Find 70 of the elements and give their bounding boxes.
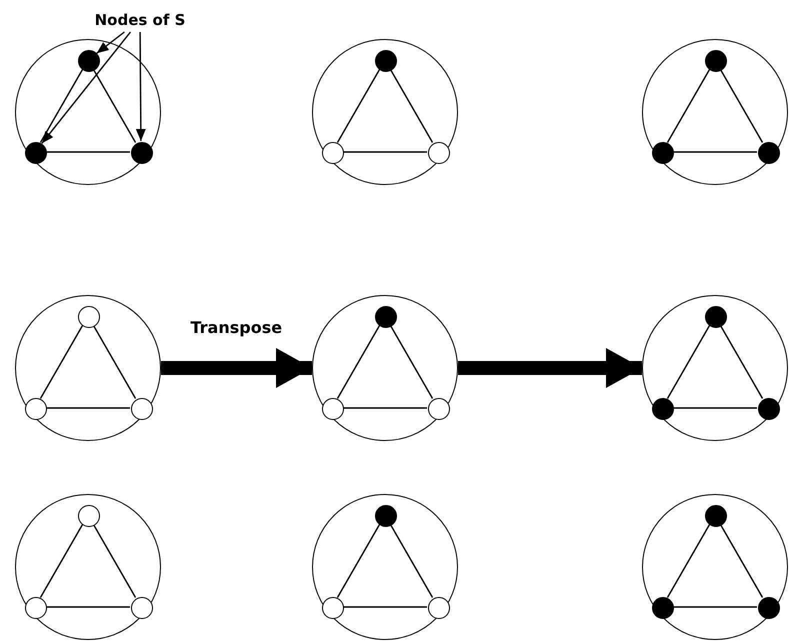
graph-edge [666, 524, 710, 598]
graph-circle [312, 494, 458, 640]
filled-vertex [758, 597, 780, 619]
graph-edge [336, 524, 380, 598]
hollow-vertex [131, 597, 153, 619]
graph-circle [15, 39, 161, 185]
graph-edge [720, 524, 764, 598]
filled-vertex [25, 142, 47, 164]
hollow-vertex [428, 142, 450, 164]
graph-edge [666, 69, 710, 143]
filled-vertex [78, 50, 100, 72]
block-arrow [161, 348, 312, 388]
graph-edge [336, 325, 380, 399]
graph-circle [15, 295, 161, 441]
hollow-vertex [322, 398, 344, 420]
graph-edge [92, 69, 136, 143]
graph-edge [46, 407, 130, 409]
graph-edge [720, 325, 764, 399]
hollow-vertex [131, 398, 153, 420]
filled-vertex [652, 142, 674, 164]
graph-circle [642, 494, 788, 640]
leader-arrow [96, 31, 125, 54]
leader-arrow [136, 32, 146, 141]
graph-edge [92, 325, 136, 399]
graph-edge [673, 151, 757, 153]
filled-vertex [375, 306, 397, 328]
graph-circle [642, 39, 788, 185]
hollow-vertex [322, 142, 344, 164]
filled-vertex [758, 142, 780, 164]
graph-edge [40, 325, 84, 399]
graph-edge [390, 325, 434, 399]
block-arrow [458, 348, 642, 388]
graph-edge [336, 69, 380, 143]
filled-vertex [705, 306, 727, 328]
filled-vertex [758, 398, 780, 420]
graph-edge [92, 524, 136, 598]
filled-vertex [375, 505, 397, 527]
filled-vertex [652, 597, 674, 619]
filled-vertex [705, 50, 727, 72]
edge-label: Transpose [190, 318, 282, 337]
graph-circle [642, 295, 788, 441]
graph-edge [673, 606, 757, 608]
graph-edge [46, 606, 130, 608]
annotation-label: Nodes of S [72, 8, 208, 32]
hollow-vertex [322, 597, 344, 619]
graph-edge [40, 524, 84, 598]
hollow-vertex [428, 597, 450, 619]
filled-vertex [652, 398, 674, 420]
hollow-vertex [25, 398, 47, 420]
graph-edge [343, 606, 427, 608]
graph-edge [666, 325, 710, 399]
filled-vertex [375, 50, 397, 72]
graph-edge [46, 151, 130, 153]
graph-edge [343, 407, 427, 409]
hollow-vertex [78, 505, 100, 527]
graph-circle [15, 494, 161, 640]
hollow-vertex [428, 398, 450, 420]
graph-edge [673, 407, 757, 409]
graph-edge [40, 69, 84, 143]
graph-circle [312, 295, 458, 441]
graph-edge [720, 69, 764, 143]
graph-circle [312, 39, 458, 185]
filled-vertex [131, 142, 153, 164]
filled-vertex [705, 505, 727, 527]
hollow-vertex [78, 306, 100, 328]
hollow-vertex [25, 597, 47, 619]
graph-edge [343, 151, 427, 153]
graph-edge [390, 524, 434, 598]
graph-edge [390, 69, 434, 143]
leader-arrow [41, 32, 131, 144]
